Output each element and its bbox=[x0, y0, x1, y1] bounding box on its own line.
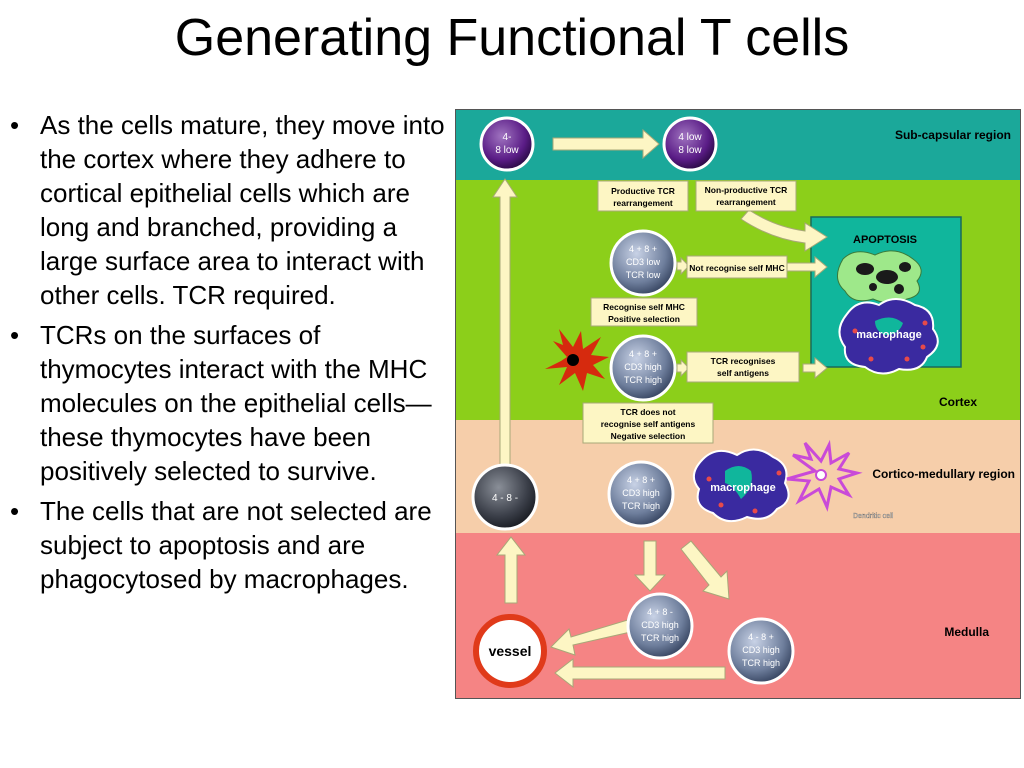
box-recognises-self: TCR recognises self antigens bbox=[686, 351, 800, 383]
cell-c6: 4 - 8 - bbox=[471, 463, 539, 531]
apoptosis-label: APOPTOSIS bbox=[853, 234, 917, 246]
bullet-item: • As the cells mature, they move into the… bbox=[8, 108, 448, 312]
macrophage-icon: macrophage bbox=[692, 448, 790, 523]
cell-c8: 4 - 8 + CD3 high TCR high bbox=[727, 617, 795, 685]
cell-c3: 4 + 8 + CD3 low TCR low bbox=[609, 229, 677, 297]
cell-label: CD3 low bbox=[626, 257, 661, 267]
cell-c4: 4 + 8 + CD3 high TCR high bbox=[609, 334, 677, 402]
arrow-diagonal-icon bbox=[680, 540, 730, 600]
bullet-text: TCRs on the surfaces of thymocytes inter… bbox=[40, 320, 432, 486]
box-line: recognise self antigens bbox=[601, 419, 696, 429]
region-label-corticomedullary: Cortico-medullary region bbox=[872, 467, 1015, 481]
bullet-item: • TCRs on the surfaces of thymocytes inte… bbox=[8, 318, 448, 488]
cell-c2: 4 low 8 low bbox=[662, 116, 718, 172]
box-nonproductive: Non-productive TCR rearrangement bbox=[695, 180, 797, 212]
dendritic-cell-icon bbox=[786, 439, 863, 512]
arrow-down-icon bbox=[633, 540, 667, 592]
box-line: Recognise self MHC bbox=[603, 302, 685, 312]
box-line: Not recognise self MHC bbox=[689, 263, 784, 273]
arrow-up-icon bbox=[492, 178, 518, 468]
macrophage-label: macrophage bbox=[856, 329, 921, 341]
arrow-left-icon bbox=[550, 618, 636, 656]
arrow-right-icon bbox=[802, 356, 828, 380]
box-line: Negative selection bbox=[611, 431, 686, 441]
cell-label: 4 - 8 + bbox=[748, 632, 774, 642]
box-negative: TCR does not recognise self antigens Neg… bbox=[582, 402, 714, 444]
dendritic-label: Dendritic cell bbox=[853, 513, 894, 520]
cell-label: CD3 high bbox=[624, 362, 662, 372]
cell-label: CD3 high bbox=[742, 645, 780, 655]
region-label-subcapsular: Sub-capsular region bbox=[895, 128, 1011, 142]
arrow-right-icon bbox=[676, 358, 690, 378]
box-line: self antigens bbox=[717, 368, 769, 378]
macrophage-icon: macrophage bbox=[838, 298, 939, 375]
cell-c7: 4 + 8 - CD3 high TCR high bbox=[626, 592, 694, 660]
bullet-text: As the cells mature, they move into the … bbox=[40, 110, 445, 310]
cell-label: TCR high bbox=[742, 658, 780, 668]
macrophage-label: macrophage bbox=[710, 482, 775, 494]
cell-label: 8 low bbox=[495, 145, 519, 156]
box-line: Positive selection bbox=[608, 314, 680, 324]
cell-label: 8 low bbox=[678, 145, 702, 156]
arrow-right-icon bbox=[552, 128, 660, 160]
epithelial-cell-icon bbox=[545, 329, 609, 391]
cell-label: 4 + 8 + bbox=[629, 244, 657, 254]
cell-label: CD3 high bbox=[641, 620, 679, 630]
apoptotic-bodies bbox=[856, 262, 911, 294]
thymus-diagram: Sub-capsular region Cortex Cortico-medul… bbox=[455, 109, 1021, 699]
box-line: Non-productive TCR bbox=[705, 185, 788, 195]
box-not-recognise: Not recognise self MHC bbox=[686, 255, 788, 279]
bullet-glyph: • bbox=[10, 496, 20, 526]
cell-c5: 4 + 8 + CD3 high TCR high bbox=[607, 460, 675, 528]
arrow-left-icon bbox=[554, 657, 726, 689]
arrow-right-icon bbox=[676, 256, 690, 276]
cell-label: TCR high bbox=[641, 633, 679, 643]
box-productive: Productive TCR rearrangement bbox=[597, 180, 689, 212]
diagram-border bbox=[455, 109, 1021, 699]
vessel-icon: vessel bbox=[473, 614, 547, 688]
cell-label: TCR high bbox=[624, 375, 662, 385]
arrow-right-icon bbox=[784, 255, 828, 279]
cell-c1: 4- 8 low bbox=[479, 116, 535, 172]
vessel-label: vessel bbox=[489, 643, 532, 659]
box-line: Productive TCR bbox=[611, 186, 675, 196]
cell-label: TCR low bbox=[626, 270, 661, 280]
region-label-medulla: Medulla bbox=[944, 625, 989, 639]
bullet-item: • The cells that are not selected are sub… bbox=[8, 494, 448, 596]
slide-title: Generating Functional T cells bbox=[174, 9, 850, 67]
cell-label: CD3 high bbox=[622, 488, 660, 498]
region-subcapsular bbox=[455, 109, 1021, 180]
box-line: TCR recognises bbox=[711, 356, 776, 366]
region-label-cortex: Cortex bbox=[939, 395, 977, 409]
box-line: rearrangement bbox=[613, 198, 673, 208]
box-line: rearrangement bbox=[716, 197, 776, 207]
cell-label: TCR high bbox=[622, 501, 660, 511]
bullet-glyph: • bbox=[10, 320, 20, 350]
cell-label: 4 low bbox=[678, 132, 702, 143]
cell-label: 4 - 8 - bbox=[492, 493, 518, 504]
cell-label: 4 + 8 + bbox=[627, 475, 655, 485]
bullet-list: • As the cells mature, they move into the… bbox=[8, 108, 448, 602]
cell-label: 4 + 8 - bbox=[647, 607, 673, 617]
bullet-glyph: • bbox=[10, 110, 20, 140]
arrow-curve-icon bbox=[740, 209, 828, 252]
box-positive: Recognise self MHC Positive selection bbox=[590, 297, 698, 327]
box-line: TCR does not bbox=[620, 407, 675, 417]
arrows bbox=[492, 128, 828, 689]
cell-label: 4- bbox=[503, 132, 512, 143]
arrow-up-icon bbox=[495, 536, 527, 604]
bullet-text: The cells that are not selected are subj… bbox=[40, 496, 432, 594]
cell-label: 4 + 8 + bbox=[629, 349, 657, 359]
